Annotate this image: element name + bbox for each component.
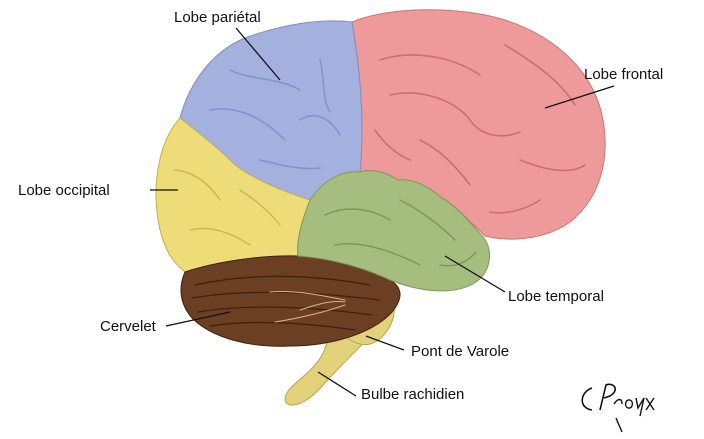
label-pont: Pont de Varole [411, 343, 509, 360]
label-parietal: Lobe pariétal [174, 9, 261, 26]
artist-signature [582, 384, 654, 432]
label-bulbe: Bulbe rachidien [361, 386, 464, 403]
label-frontal: Lobe frontal [584, 66, 663, 83]
label-cervelet: Cervelet [100, 318, 157, 335]
label-occipital: Lobe occipital [18, 182, 110, 199]
label-temporal: Lobe temporal [508, 288, 604, 305]
